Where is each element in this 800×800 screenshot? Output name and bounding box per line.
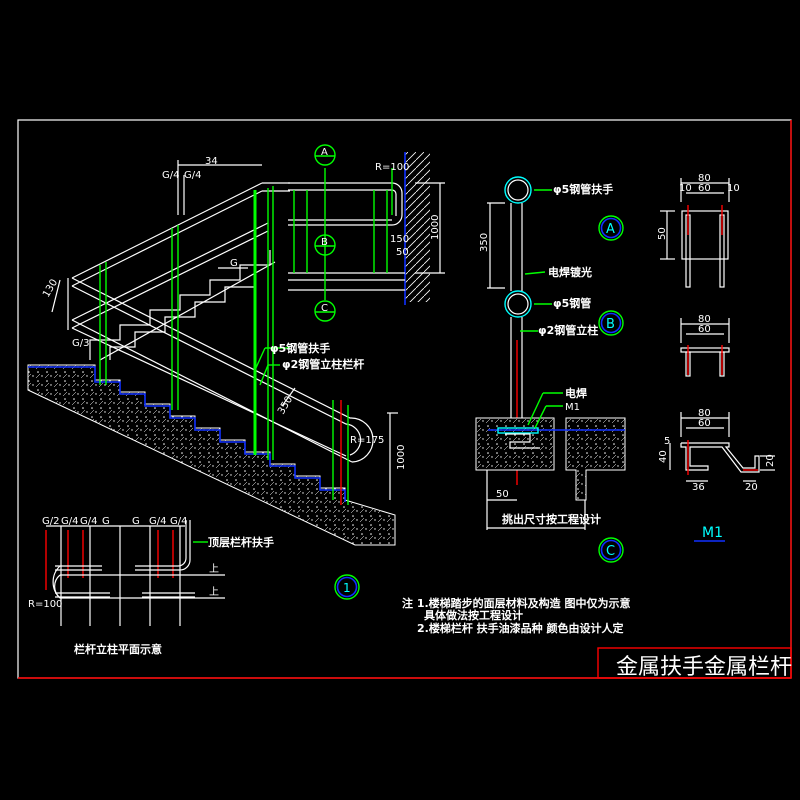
note-2: 2.楼梯栏杆 扶手油漆品种 颜色由设计人定 [417,621,624,635]
view-marker-circle [334,574,360,600]
m1-dim-50: 50 [657,227,668,240]
marker-c-label: C [321,303,328,314]
drawing-title: 金属扶手金属栏杆 [616,655,792,680]
m1-dim-80-c: 80 [698,408,711,419]
view-marker-label: 1 [343,581,351,595]
label-weld: 电焊 [565,386,587,400]
label-m1-ref: M1 [565,402,580,413]
plan-radius-100: R=100 [28,599,62,610]
m1-dim-5: 5 [664,436,670,447]
marker-b-label: B [321,237,328,248]
plan-dim-g-1: G [102,516,110,527]
m1-dim-80-b: 80 [698,314,711,325]
plan-dim-g4-4: G/4 [170,516,187,527]
m1-dim-80-a: 80 [698,173,711,184]
dim-50: 50 [396,247,409,258]
plan-dim-g4-1: G/4 [61,516,78,527]
label-weld-polish: 电焊镀光 [548,265,592,279]
dim-g4-a: G/4 [162,170,179,181]
plan-caption: 栏杆立柱平面示意 [74,642,162,656]
dim-150: 150 [390,234,409,245]
label-post-rail: φ2钢管立柱栏杆 [282,357,364,371]
m1-dim-20b: 20 [765,454,776,467]
post-section-detail [475,176,626,563]
post-plan-view [45,520,225,626]
detail-caption: 挑出尺寸按工程设计 [502,512,601,526]
label-detail-post: φ2钢管立柱 [538,323,598,337]
label-detail-handrail: φ5钢管扶手 [553,182,613,196]
dim-g4-b: G/4 [184,170,201,181]
m1-dim-10-a: 10 [679,183,692,194]
title-box [597,647,792,679]
dim-detail-350: 350 [479,233,490,252]
m1-label: M1 [702,525,723,541]
dim-g: G [230,258,238,269]
dim-detail-50: 50 [496,489,509,500]
drawing-frame [17,119,792,679]
dim-g3: G/3 [72,338,89,349]
m1-plate-detail [660,178,775,542]
label-handrail: φ5钢管扶手 [270,341,330,355]
m1-dim-20: 20 [745,482,758,493]
view-marker-inner [336,576,358,598]
up-arrow-b: 上 [209,586,219,598]
m1-dim-40: 40 [658,450,669,463]
up-arrow-a: 上 [209,563,219,575]
detail-marker-c: C [606,544,615,559]
section-marker-c [314,300,336,322]
stair-elevation [27,160,398,546]
detail-marker-b: B [606,317,615,332]
note-1-cont: 具体做法按工程设计 [424,608,523,622]
section-marker-b [314,234,336,256]
dim-350: 350 [276,394,295,416]
m1-dim-60-a: 60 [698,183,711,194]
detail-marker-a: A [606,222,615,237]
plan-dim-g-2: G [132,516,140,527]
section-marker-a [314,144,336,166]
dim-1000-plan: 1000 [430,215,441,240]
m1-dim-60-b: 60 [698,324,711,335]
dim-1000: 1000 [396,445,407,470]
radius-175-label: R=175 [350,435,384,446]
m1-dim-36: 36 [692,482,705,493]
m1-dim-60-c: 60 [698,418,711,429]
plan-dim-g2: G/2 [42,516,59,527]
radius-100-label: R=100 [375,162,409,173]
label-top-rail: 顶层栏杆扶手 [208,535,274,549]
m1-dim-10-b: 10 [727,183,740,194]
note-1: 注 1.楼梯踏步的面层材料及构造 图中仅为示意 [402,596,631,610]
plan-dim-g4-3: G/4 [149,516,166,527]
plan-dim-g4-2: G/4 [80,516,97,527]
label-pipe: φ5钢管 [553,296,591,310]
handrail-plan [288,144,445,322]
marker-a-label: A [321,147,328,158]
dim-34: 34 [205,156,218,167]
